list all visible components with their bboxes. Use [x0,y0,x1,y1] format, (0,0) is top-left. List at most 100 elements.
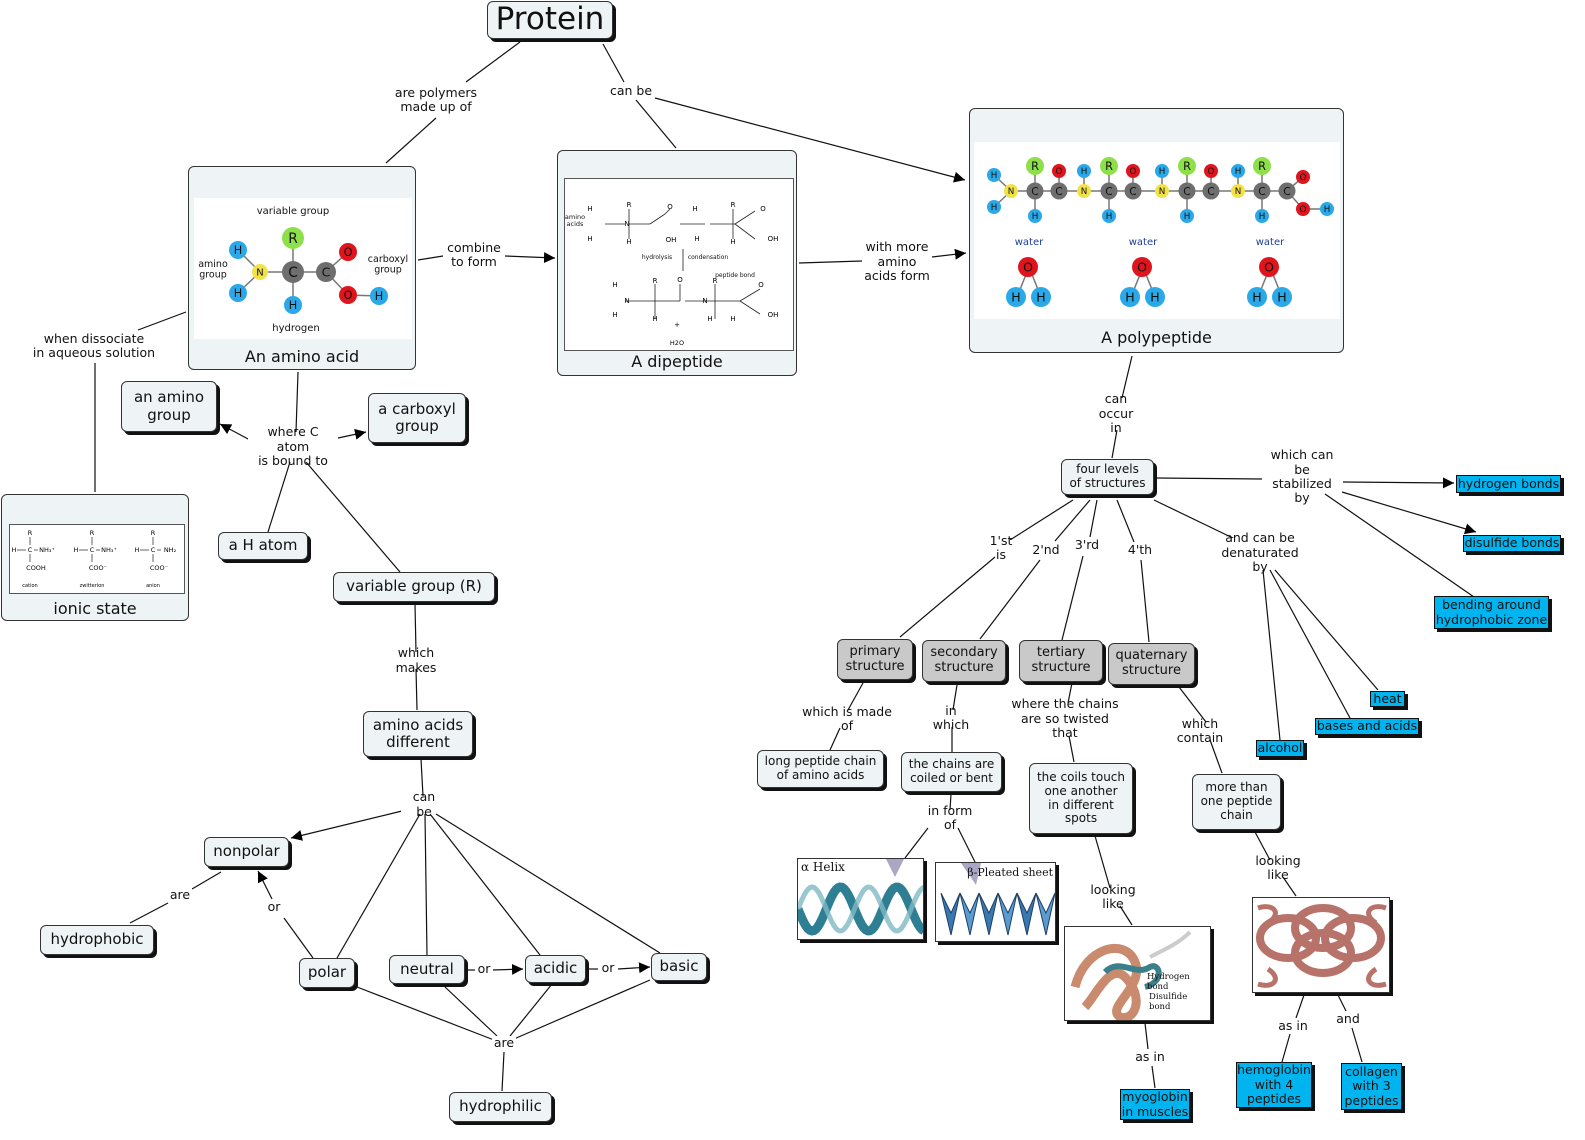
svg-text:N: N [1081,187,1088,197]
svg-text:R: R [627,201,632,209]
svg-text:H: H [12,546,17,554]
connection-line [957,827,976,863]
svg-text:R: R [1183,160,1191,173]
connection-line [798,260,863,264]
concept-neutral[interactable]: neutral [389,955,465,984]
atom [1178,182,1196,200]
atom [1132,257,1152,277]
svg-text:C: C [1055,185,1062,198]
concept-bases-acids[interactable]: bases and acids [1315,718,1419,735]
svg-text:zwitterion: zwitterion [80,583,105,589]
concept-quaternary[interactable]: quaternary structure [1108,643,1195,685]
concept-amino-group[interactable]: an amino group [121,381,217,432]
concept-hemoglobin[interactable]: hemoglobin with 4 peptides [1236,1062,1312,1108]
svg-text:acids: acids [567,220,584,228]
link-label-stabilized: which can be stabilized by [1262,448,1342,505]
connection-line [617,962,651,974]
svg-text:H: H [1032,212,1039,222]
connection-line [1274,569,1379,691]
connection-line [1269,569,1351,719]
polypeptide-caption: A polypeptide [1101,328,1212,347]
link-label-first: 1'st is [981,533,1021,562]
concept-more-than[interactable]: more than one peptide chain [1192,774,1281,830]
svg-text:R: R [1105,160,1113,173]
concept-variable-group[interactable]: variable group (R) [333,572,495,602]
svg-text:water: water [1015,237,1044,248]
svg-text:H: H [1235,167,1242,177]
svg-text:O: O [344,289,353,302]
quaternary-structure-image [1252,897,1390,993]
concept-protein[interactable]: Protein [487,1,613,39]
concept-myoglobin[interactable]: myoglobin in muscles [1120,1089,1190,1120]
concept-collagen[interactable]: collagen with 3 peptides [1341,1063,1402,1110]
atom [284,296,302,314]
svg-text:H: H [1277,290,1286,305]
concept-basic[interactable]: basic [651,953,707,981]
svg-text:hydrolysis: hydrolysis [642,254,672,261]
connection-line [191,871,222,890]
connection-line [1341,491,1477,535]
concept-coiled[interactable]: the chains are coiled or bent [901,752,1002,792]
link-label-fourth: 4'th [1126,541,1154,558]
concept-secondary[interactable]: secondary structure [922,640,1006,682]
concept-primary[interactable]: primary structure [837,639,913,680]
atom [1100,157,1118,175]
concept-polar[interactable]: polar [299,958,355,988]
connection-line [417,255,444,261]
concept-tertiary[interactable]: tertiary structure [1019,640,1103,682]
concept-alcohol[interactable]: alcohol [1256,740,1304,757]
connection-line [952,684,958,711]
svg-text:O: O [760,205,766,213]
concept-hydrophilic[interactable]: hydrophilic [449,1092,552,1122]
svg-text:O: O [344,246,353,259]
svg-text:variable group: variable group [257,206,330,217]
svg-text:R: R [1031,160,1039,173]
connection-line [1324,493,1475,598]
link-label-can-occur: can occur in [1084,392,1148,435]
link-label-can-be-top: can be [607,83,655,99]
atom [1204,164,1218,178]
concept-disulfide-bonds[interactable]: disulfide bonds [1463,535,1561,552]
concept-hydrogen-bonds[interactable]: hydrogen bonds [1456,475,1561,493]
connection-line [1067,682,1073,704]
atom [370,287,388,305]
svg-text:group: group [374,264,402,275]
beta-sheet-image: β-Pleated sheet [935,862,1056,942]
svg-text:H: H [652,315,657,323]
atom [987,168,1001,182]
connection-line [1089,499,1098,538]
alpha-helix-image: α Helix [797,858,924,940]
concept-acidic[interactable]: acidic [525,955,586,983]
connection-line [267,461,291,533]
svg-text:H: H [1324,205,1331,215]
concept-heat[interactable]: heat [1370,691,1405,707]
concept-nonpolar[interactable]: nonpolar [204,837,289,867]
concept-four-levels[interactable]: four levels of structures [1061,459,1154,495]
connection-line [1342,477,1455,489]
svg-text:C: C [1105,185,1112,198]
link-label-second: 2'nd [1031,541,1061,558]
atom [282,227,304,249]
svg-text:C: C [288,265,298,281]
svg-text:OH: OH [768,235,779,243]
svg-text:N: N [1159,187,1166,197]
atom [1026,157,1044,175]
concept-aa-different[interactable]: amino acids different [363,711,473,757]
concept-long-chain[interactable]: long peptide chain of amino acids [757,750,884,788]
concept-hydrophobic[interactable]: hydrophobic [40,925,154,955]
svg-text:H: H [694,235,699,243]
concept-bending[interactable]: bending around hydrophobic zone [1434,596,1549,629]
concept-h-atom[interactable]: a H atom [218,532,308,560]
atom [1231,184,1245,198]
concept-carboxyl-group[interactable]: a carboxyl group [368,393,466,443]
alpha-helix-label: α Helix [801,860,845,874]
concept-coils-touch[interactable]: the coils touch one another in different… [1029,763,1133,834]
link-label-or-mid: or [475,962,493,977]
connection-line [1209,739,1223,774]
